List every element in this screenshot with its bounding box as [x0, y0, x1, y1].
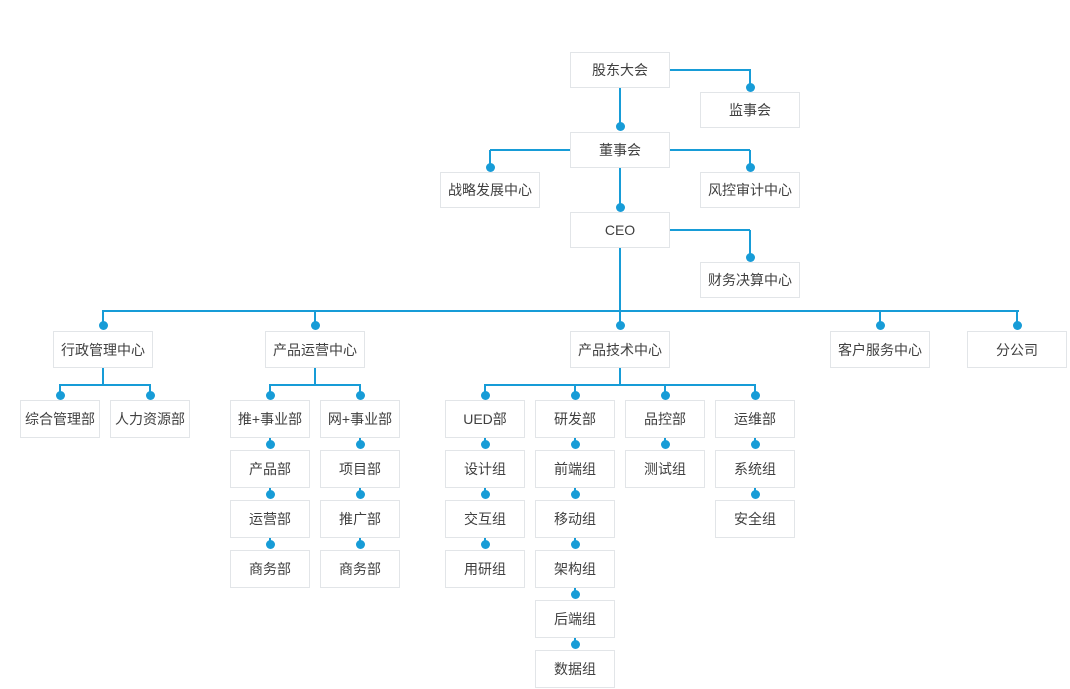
connector-line	[619, 368, 621, 385]
org-node-promotion-dept[interactable]: 推广部	[320, 500, 400, 538]
org-node-business-dept-1[interactable]: 商务部	[230, 550, 310, 588]
org-node-architecture-team[interactable]: 架构组	[535, 550, 615, 588]
connector-dot	[485, 162, 495, 172]
org-node-interaction-team[interactable]: 交互组	[445, 500, 525, 538]
connector-dot	[615, 121, 625, 131]
connector-dot	[570, 639, 580, 649]
connector-dot	[480, 439, 490, 449]
org-node-strategy-dev-center[interactable]: 战略发展中心	[440, 172, 540, 208]
org-node-data-team[interactable]: 数据组	[535, 650, 615, 688]
connector-line	[102, 368, 104, 385]
connector-dot	[745, 252, 755, 262]
connector-dot	[570, 489, 580, 499]
connector-dot	[145, 390, 155, 400]
org-node-wang-business-dept[interactable]: 网+事业部	[320, 400, 400, 438]
connector-line	[489, 150, 491, 169]
connector-line	[314, 311, 316, 327]
connector-dot	[98, 320, 108, 330]
connector-dot	[745, 162, 755, 172]
connector-dot	[355, 390, 365, 400]
connector-dot	[875, 320, 885, 330]
connector-dot	[745, 82, 755, 92]
connector-line	[879, 311, 881, 327]
org-node-qc-dept[interactable]: 品控部	[625, 400, 705, 438]
connector-dot	[55, 390, 65, 400]
connector-dot	[355, 489, 365, 499]
connector-dot	[570, 539, 580, 549]
org-node-operation-dept[interactable]: 运营部	[230, 500, 310, 538]
connector-line	[102, 311, 104, 327]
org-node-general-management-dept[interactable]: 综合管理部	[20, 400, 100, 438]
connector-dot	[660, 390, 670, 400]
org-node-hr-dept[interactable]: 人力资源部	[110, 400, 190, 438]
org-node-board-of-directors[interactable]: 董事会	[570, 132, 670, 168]
connector-dot	[265, 390, 275, 400]
connector-line	[484, 384, 756, 386]
connector-line	[619, 88, 621, 128]
org-node-tui-business-dept[interactable]: 推+事业部	[230, 400, 310, 438]
org-node-shareholders-meeting[interactable]: 股东大会	[570, 52, 670, 88]
connector-line	[669, 229, 750, 231]
connector-dot	[570, 439, 580, 449]
org-node-frontend-team[interactable]: 前端组	[535, 450, 615, 488]
connector-line	[619, 168, 621, 209]
connector-dot	[480, 539, 490, 549]
connector-dot	[480, 390, 490, 400]
org-node-business-dept-2[interactable]: 商务部	[320, 550, 400, 588]
org-node-finance-center[interactable]: 财务决算中心	[700, 262, 800, 298]
connector-dot	[1012, 320, 1022, 330]
org-node-product-operation-center[interactable]: 产品运营中心	[265, 331, 365, 368]
org-node-system-team[interactable]: 系统组	[715, 450, 795, 488]
connector-dot	[570, 390, 580, 400]
connector-line	[619, 311, 621, 327]
org-node-ops-dept[interactable]: 运维部	[715, 400, 795, 438]
connector-dot	[750, 439, 760, 449]
connector-line	[490, 149, 571, 151]
connector-dot	[570, 589, 580, 599]
connector-dot	[265, 489, 275, 499]
connector-dot	[615, 202, 625, 212]
org-node-product-tech-center[interactable]: 产品技术中心	[570, 331, 670, 368]
connector-line	[269, 384, 361, 386]
connector-line	[670, 69, 751, 71]
connector-line	[749, 230, 751, 259]
connector-line	[669, 149, 750, 151]
org-node-customer-service-center[interactable]: 客户服务中心	[830, 331, 930, 368]
connector-dot	[480, 489, 490, 499]
org-node-design-team[interactable]: 设计组	[445, 450, 525, 488]
org-node-risk-audit-center[interactable]: 风控审计中心	[700, 172, 800, 208]
connector-dot	[310, 320, 320, 330]
connector-line	[749, 70, 751, 89]
org-node-ceo[interactable]: CEO	[570, 212, 670, 248]
connector-dot	[265, 539, 275, 549]
org-node-rd-dept[interactable]: 研发部	[535, 400, 615, 438]
connector-line	[314, 368, 316, 385]
org-node-user-research-team[interactable]: 用研组	[445, 550, 525, 588]
org-node-branch-company[interactable]: 分公司	[967, 331, 1067, 368]
connector-line	[1016, 311, 1018, 327]
org-node-mobile-team[interactable]: 移动组	[535, 500, 615, 538]
connector-dot	[265, 439, 275, 449]
connector-dot	[355, 539, 365, 549]
connector-dot	[750, 390, 760, 400]
org-node-product-dept[interactable]: 产品部	[230, 450, 310, 488]
org-node-admin-center[interactable]: 行政管理中心	[53, 331, 153, 368]
org-node-ued-dept[interactable]: UED部	[445, 400, 525, 438]
org-node-supervisory-board[interactable]: 监事会	[700, 92, 800, 128]
connector-dot	[660, 439, 670, 449]
connector-dot	[355, 439, 365, 449]
connector-dot	[750, 489, 760, 499]
connector-line	[749, 150, 751, 169]
connector-line	[102, 310, 1019, 312]
connector-line	[619, 248, 621, 312]
connector-dot	[615, 320, 625, 330]
org-node-backend-team[interactable]: 后端组	[535, 600, 615, 638]
connector-line	[59, 384, 151, 386]
org-node-security-team[interactable]: 安全组	[715, 500, 795, 538]
org-node-testing-team[interactable]: 测试组	[625, 450, 705, 488]
org-node-project-dept[interactable]: 项目部	[320, 450, 400, 488]
